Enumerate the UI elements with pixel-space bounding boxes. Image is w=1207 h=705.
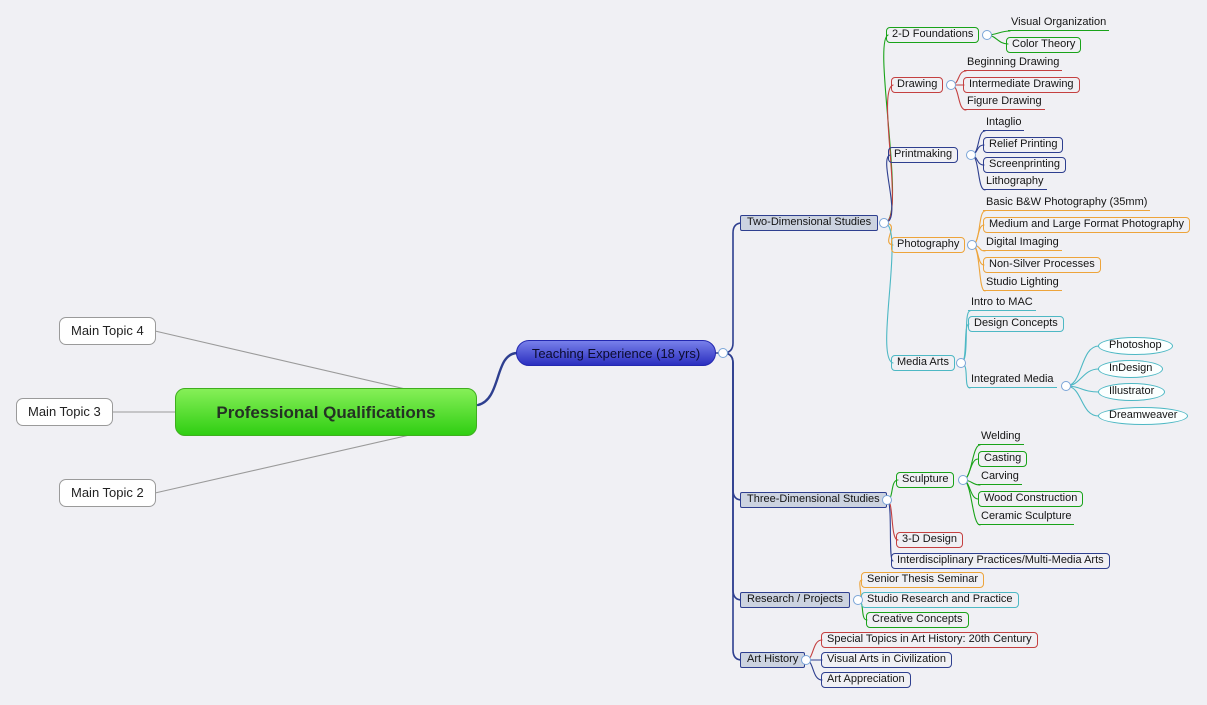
node-screenprinting[interactable]: Screenprinting (983, 157, 1066, 173)
collapse-toggle-integrated-media[interactable] (1061, 381, 1071, 391)
node-digital-imaging[interactable]: Digital Imaging (983, 236, 1062, 251)
node-basic-bw-photography[interactable]: Basic B&W Photography (35mm) (983, 196, 1151, 211)
node-dreamweaver[interactable]: Dreamweaver (1098, 407, 1189, 425)
node-design-concepts[interactable]: Design Concepts (968, 316, 1064, 332)
node-three-dimensional-studies[interactable]: Three-Dimensional Studies (740, 492, 887, 508)
node-figure-drawing[interactable]: Figure Drawing (964, 95, 1045, 110)
node-medium-large-format-photography[interactable]: Medium and Large Format Photography (983, 217, 1191, 233)
collapse-toggle-drawing[interactable] (946, 80, 956, 90)
node-intro-to-mac[interactable]: Intro to MAC (968, 296, 1036, 311)
collapse-toggle-teaching[interactable] (718, 348, 728, 358)
connector-line (1065, 368, 1100, 387)
connector-line (886, 499, 894, 562)
connector-line (154, 330, 415, 392)
node-two-dimensional-studies[interactable]: Two-Dimensional Studies (740, 215, 879, 231)
node-teaching-experience[interactable]: Teaching Experience (18 yrs) (516, 340, 716, 366)
node-ceramic-sculpture[interactable]: Ceramic Sculpture (978, 510, 1075, 525)
node-senior-thesis-seminar[interactable]: Senior Thesis Seminar (861, 572, 985, 588)
node-special-topics-art-history[interactable]: Special Topics in Art History: 20th Cent… (821, 632, 1038, 648)
node-relief-printing[interactable]: Relief Printing (983, 137, 1064, 153)
node-non-silver-processes[interactable]: Non-Silver Processes (983, 257, 1101, 273)
connector-line (722, 352, 743, 661)
node-visual-organization[interactable]: Visual Organization (1008, 16, 1110, 31)
node-main-topic-4[interactable]: Main Topic 4 (59, 317, 156, 345)
node-main-topic-3[interactable]: Main Topic 3 (16, 398, 113, 426)
collapse-toggle-sculpture[interactable] (958, 475, 968, 485)
three-d-branch-connectors (886, 479, 899, 562)
node-3d-design[interactable]: 3-D Design (896, 532, 964, 548)
node-intaglio[interactable]: Intaglio (983, 116, 1025, 131)
connector-line (883, 84, 894, 224)
connector-line (154, 433, 415, 494)
node-media-arts[interactable]: Media Arts (891, 355, 955, 371)
node-2d-foundations[interactable]: 2-D Foundations (886, 27, 980, 43)
node-drawing[interactable]: Drawing (891, 77, 944, 93)
connector-line (1065, 385, 1100, 417)
teaching-trunk-connectors (722, 222, 743, 661)
node-integrated-media[interactable]: Integrated Media (968, 373, 1057, 388)
root-to-main-topic-connectors (112, 330, 415, 494)
node-printmaking[interactable]: Printmaking (888, 147, 959, 163)
node-indesign[interactable]: InDesign (1098, 360, 1164, 378)
node-visual-arts-in-civilization[interactable]: Visual Arts in Civilization (821, 652, 953, 668)
node-color-theory[interactable]: Color Theory (1006, 37, 1082, 53)
collapse-toggle-media-arts[interactable] (956, 358, 966, 368)
node-intermediate-drawing[interactable]: Intermediate Drawing (963, 77, 1080, 93)
node-studio-lighting[interactable]: Studio Lighting (983, 276, 1062, 291)
connector-line (722, 222, 743, 354)
node-welding[interactable]: Welding (978, 430, 1024, 445)
node-wood-construction[interactable]: Wood Construction (978, 491, 1084, 507)
node-lithography[interactable]: Lithography (983, 175, 1047, 190)
node-sculpture[interactable]: Sculpture (896, 472, 955, 488)
node-photoshop[interactable]: Photoshop (1098, 337, 1173, 355)
node-beginning-drawing[interactable]: Beginning Drawing (964, 56, 1063, 71)
collapse-toggle-two-d[interactable] (879, 218, 889, 228)
node-casting[interactable]: Casting (978, 451, 1028, 467)
collapse-toggle-printmaking[interactable] (966, 150, 976, 160)
connector-line (476, 351, 519, 407)
collapse-toggle-foundations[interactable] (982, 30, 992, 40)
connector-line (1065, 345, 1100, 387)
node-art-appreciation[interactable]: Art Appreciation (821, 672, 911, 688)
integrated-media-leaf-connectors (1065, 345, 1100, 417)
node-professional-qualifications[interactable]: Professional Qualifications (175, 388, 477, 436)
collapse-toggle-art-history[interactable] (801, 655, 811, 665)
node-studio-research-and-practice[interactable]: Studio Research and Practice (861, 592, 1019, 608)
node-main-topic-2[interactable]: Main Topic 2 (59, 479, 156, 507)
node-photography[interactable]: Photography (891, 237, 966, 253)
node-illustrator[interactable]: Illustrator (1098, 383, 1166, 401)
collapse-toggle-photography[interactable] (967, 240, 977, 250)
node-research-projects[interactable]: Research / Projects (740, 592, 850, 608)
collapse-toggle-three-d[interactable] (882, 495, 892, 505)
node-art-history[interactable]: Art History (740, 652, 806, 668)
collapse-toggle-research[interactable] (853, 595, 863, 605)
node-creative-concepts[interactable]: Creative Concepts (866, 612, 969, 628)
connector-line (883, 222, 894, 364)
node-interdisciplinary-practices[interactable]: Interdisciplinary Practices/Multi-Media … (891, 553, 1110, 569)
node-carving[interactable]: Carving (978, 470, 1022, 485)
